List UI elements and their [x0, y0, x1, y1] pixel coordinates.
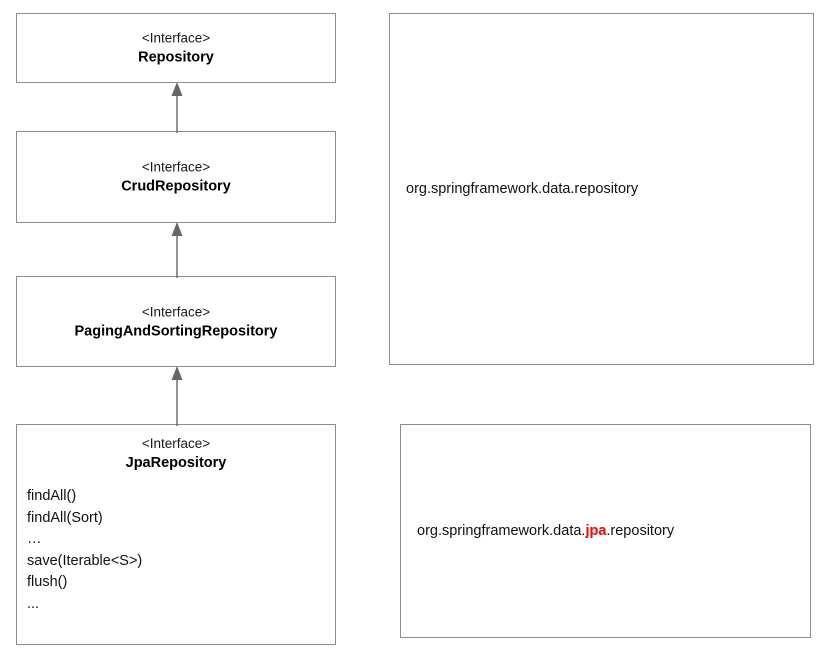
- package-label: org.springframework.data.jpa.repository: [401, 521, 674, 541]
- interface-box-pagingandsortingrepository[interactable]: <Interface> PagingAndSortingRepository: [16, 276, 336, 367]
- package-name-prefix: org.springframework.data.repository: [406, 181, 639, 197]
- member-item: save(Iterable<S>): [27, 552, 143, 569]
- interface-header: <Interface> CrudRepository: [17, 158, 335, 197]
- stereotype-label: <Interface>: [141, 304, 211, 319]
- interface-box-jparepository[interactable]: <Interface> JpaRepository findAll() find…: [16, 424, 336, 645]
- package-box-spring-data-jpa-repository[interactable]: org.springframework.data.jpa.repository: [400, 424, 811, 638]
- package-name-highlight: jpa: [585, 523, 607, 539]
- stereotype-label: <Interface>: [141, 436, 211, 451]
- interface-name: PagingAndSortingRepository: [74, 323, 278, 339]
- generalization-arrow-jparepository-to-pagingandsorting: [166, 365, 188, 426]
- member-item: ...: [27, 595, 40, 612]
- package-label: org.springframework.data.repository: [390, 179, 638, 199]
- stereotype-label: <Interface>: [141, 30, 211, 46]
- interface-box-crudrepository[interactable]: <Interface> CrudRepository: [16, 131, 336, 223]
- member-item: …: [27, 531, 42, 547]
- interface-name: JpaRepository: [125, 455, 227, 471]
- interface-name: Repository: [138, 49, 214, 66]
- interface-header: <Interface> PagingAndSortingRepository: [17, 302, 335, 341]
- interface-name: CrudRepository: [121, 178, 231, 195]
- stereotype-label: <Interface>: [141, 159, 211, 175]
- package-name-prefix: org.springframework.data.: [417, 523, 586, 539]
- member-item: flush(): [27, 574, 68, 590]
- package-name-suffix: .repository: [606, 523, 675, 539]
- generalization-arrow-crudrepository-to-repository: [166, 81, 188, 133]
- member-item: findAll(): [27, 488, 77, 504]
- package-box-spring-data-repository[interactable]: org.springframework.data.repository: [389, 13, 814, 365]
- generalization-arrow-pagingandsorting-to-crudrepository: [166, 221, 188, 278]
- interface-header: <Interface> Repository: [17, 29, 335, 68]
- member-item: findAll(Sort): [27, 509, 103, 526]
- interface-box-repository[interactable]: <Interface> Repository: [16, 13, 336, 83]
- member-list: findAll() findAll(Sort) … save(Iterable<…: [27, 486, 327, 615]
- interface-header: <Interface> JpaRepository: [17, 425, 335, 473]
